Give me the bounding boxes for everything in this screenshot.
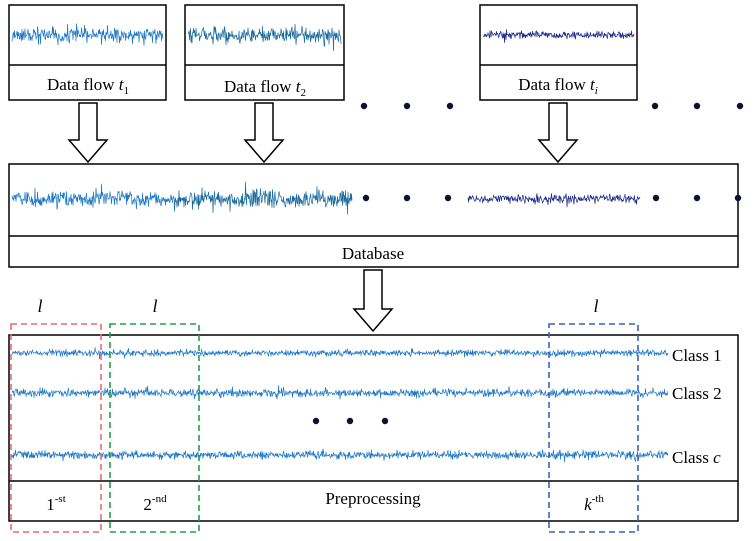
data-flow-ti-label: Data flow ti [518,75,598,97]
data-flow-t2: Data flow t2 [184,4,345,101]
class-2-label: Class 2 [672,384,722,403]
database-waveform-t2 [171,181,353,215]
window-box-2nd [109,323,200,533]
preprocessing-label: Preprocessing [325,489,421,508]
waveform-t1 [11,23,164,46]
data-flow-ti: Data flow ti [479,4,638,101]
arrow-database-to-preprocessing [352,269,394,333]
preprocessing-panel: Class 1 Class 2 Class c Preprocessing 1-… [8,334,739,522]
data-flow-t1: Data flow t1 [8,4,167,101]
class-1-label: Class 1 [672,346,722,365]
ellipsis-dots-classes [312,417,389,425]
class-c-waveform [11,448,669,463]
data-flow-t2-label: Data flow t2 [224,77,306,99]
arrow-t1-to-database [67,102,109,164]
data-flow-t1-label: Data flow t1 [47,75,129,97]
database-waveform-ti [467,193,641,208]
class-1-waveform [11,347,669,360]
window-length-label-1: l [37,296,42,316]
waveform-ti [482,29,635,43]
database-waveform-t1 [11,183,173,210]
window-length-label-2: l [152,296,157,316]
window-box-1st [10,323,102,533]
window-length-label-k: l [593,296,598,316]
database-label: Database [342,244,404,263]
database-panel: Database [8,163,742,268]
ellipsis-dots-top [360,102,744,110]
waveform-t2 [187,23,342,52]
class-2-waveform [11,385,669,400]
window-2nd-label: 2-nd [143,493,167,514]
window-kth-label: k-th [584,493,604,514]
window-box-kth [548,323,639,533]
arrow-ti-to-database [537,102,579,164]
arrow-t2-to-database [243,102,285,164]
ellipsis-dots-database [362,194,742,202]
class-c-label: Class c [672,448,721,467]
window-1st-label: 1-st [46,493,66,514]
